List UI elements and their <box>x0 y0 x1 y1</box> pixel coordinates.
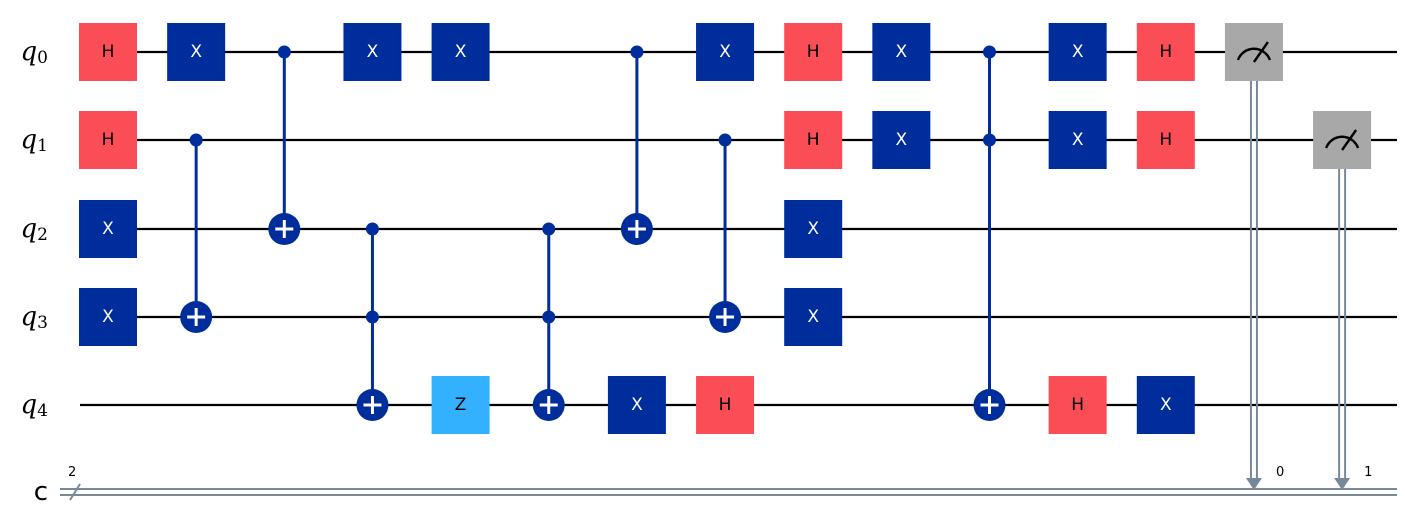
x-gate-box <box>1136 376 1195 434</box>
x-gate-label: X <box>896 42 908 62</box>
x-gate-box <box>431 23 490 81</box>
measure-bit-index: 1 <box>1364 465 1372 480</box>
control-dot <box>542 310 556 324</box>
meter-needle <box>1252 41 1269 63</box>
classical-width: 2 <box>68 465 76 480</box>
h-gate-box <box>696 376 755 434</box>
x-gate-box <box>1048 23 1107 81</box>
h-gate-label: H <box>102 42 115 62</box>
x-gate-box <box>872 23 931 81</box>
x-gate-label: X <box>807 219 819 239</box>
h-gate-label: H <box>102 130 115 150</box>
h-gate-box <box>79 23 137 81</box>
qubit-index: 4 <box>37 401 48 421</box>
x-gate-label: X <box>455 42 467 62</box>
x-gate-label: X <box>1072 42 1084 62</box>
z-gate-box <box>431 376 490 434</box>
x-gate-label: X <box>719 42 731 62</box>
qubit-label: q4 <box>21 390 48 421</box>
x-gate-label: X <box>631 395 643 415</box>
h-gate-box <box>1136 23 1195 81</box>
h-gate-label: H <box>807 42 820 62</box>
qubit-label: q0 <box>21 37 48 68</box>
h-gate-box <box>1048 376 1107 434</box>
control-dot <box>365 222 379 236</box>
control-dot <box>983 45 996 59</box>
x-gate-label: X <box>1072 130 1084 150</box>
control-dot <box>365 310 379 324</box>
x-gate-label: X <box>102 307 114 327</box>
x-gate-label: X <box>102 219 114 239</box>
h-gate-label: H <box>719 395 732 415</box>
h-gate-label: H <box>807 130 820 150</box>
x-gate-box <box>79 288 137 346</box>
z-gate-label: Z <box>455 395 467 415</box>
x-gate-label: X <box>190 42 202 62</box>
x-gate-box <box>1048 111 1107 169</box>
x-gate-box <box>784 200 843 258</box>
qubit-label: q2 <box>21 214 48 245</box>
x-gate-box <box>79 200 137 258</box>
qubit-label: q3 <box>21 302 48 333</box>
control-dot <box>718 133 732 147</box>
h-gate-box <box>784 23 843 81</box>
h-gate-label: H <box>1071 395 1084 415</box>
h-gate-label: H <box>1159 42 1172 62</box>
x-gate-label: X <box>896 130 908 150</box>
measure-bit-index: 0 <box>1276 465 1284 480</box>
meter-arc <box>1324 135 1360 149</box>
measure-arrow <box>1334 478 1351 490</box>
meter-needle <box>1341 129 1358 151</box>
x-gate-label: X <box>367 42 379 62</box>
x-gate-label: X <box>807 307 819 327</box>
x-gate-box <box>784 288 843 346</box>
qubit-index: 2 <box>37 225 48 245</box>
x-gate-box <box>696 23 755 81</box>
bundle-slash <box>69 483 81 501</box>
qubit-index: 1 <box>37 136 48 156</box>
h-gate-box <box>784 111 843 169</box>
meter-arc <box>1236 47 1272 61</box>
x-gate-box <box>872 111 931 169</box>
qubit-label: q1 <box>21 125 48 156</box>
measure-arrow <box>1245 478 1262 490</box>
x-gate-label: X <box>1160 395 1172 415</box>
classical-label: c <box>34 477 48 507</box>
h-gate-box <box>1136 111 1195 169</box>
x-gate-box <box>167 23 226 81</box>
x-gate-box <box>343 23 402 81</box>
qubit-index: 3 <box>37 313 48 333</box>
control-dot <box>542 222 556 236</box>
x-gate-box <box>607 376 666 434</box>
h-gate-label: H <box>1159 130 1172 150</box>
h-gate-box <box>79 111 137 169</box>
control-dot <box>277 45 291 59</box>
control-dot <box>983 133 996 147</box>
qubit-index: 0 <box>37 48 48 68</box>
measure-box <box>1224 23 1283 81</box>
measure-box <box>1313 111 1372 169</box>
control-dot <box>189 133 203 147</box>
control-dot <box>630 45 644 59</box>
